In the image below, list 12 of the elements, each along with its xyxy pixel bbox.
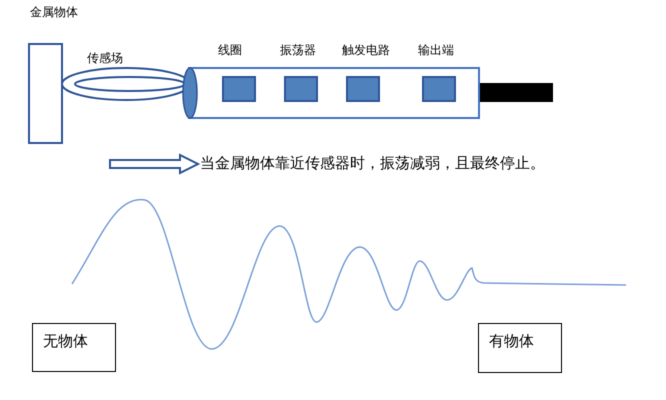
- component-label: 输出端: [418, 42, 454, 59]
- metal-object-plate: [28, 43, 63, 144]
- cable-bar: [480, 83, 553, 102]
- component-label: 振荡器: [280, 42, 316, 59]
- component-label: 线圈: [218, 42, 242, 59]
- note-text: 当金属物体靠近传感器时，振荡减弱，且最终停止。: [200, 154, 545, 173]
- hollow-arrow: [109, 153, 200, 175]
- state-label: 有物体: [478, 323, 562, 373]
- object-label: 金属物体: [30, 4, 78, 21]
- state-label: 无物体: [32, 323, 116, 372]
- component-label: 触发电路: [342, 42, 390, 59]
- field-label: 传感场: [87, 50, 123, 67]
